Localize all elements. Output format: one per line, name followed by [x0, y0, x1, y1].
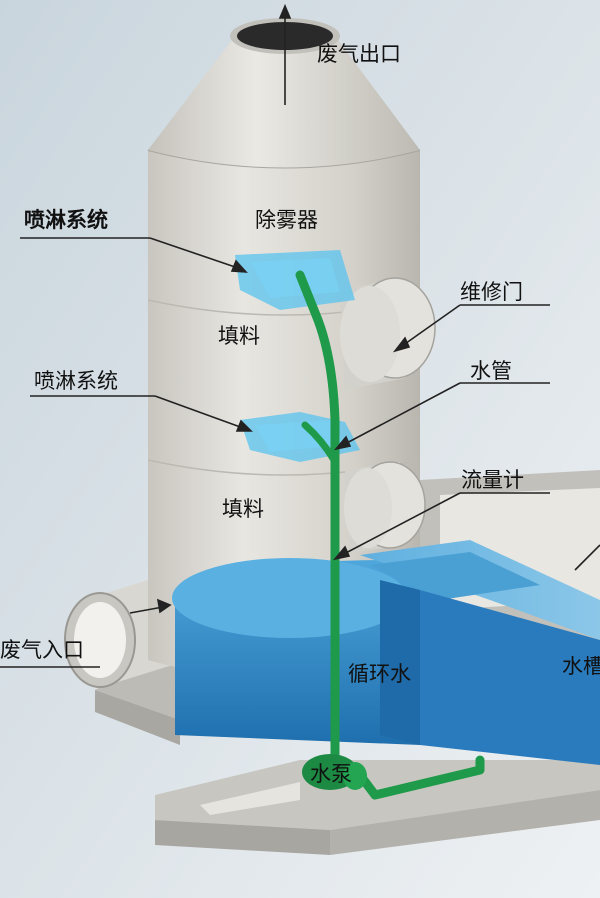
label-water-tank: 水槽: [562, 656, 600, 677]
access-door-upper: [340, 277, 436, 390]
label-spray-system-mid: 喷淋系统: [34, 369, 118, 393]
label-packing-bottom: 填料: [222, 497, 264, 521]
label-flow-meter: 流量计: [461, 468, 524, 492]
spray-zone-upper: [235, 250, 355, 310]
label-water-pump: 水泵: [310, 762, 352, 786]
label-circulating-water: 循环水: [348, 662, 411, 686]
label-demister: 除雾器: [255, 208, 318, 232]
label-exhaust-inlet: 废气入口: [0, 638, 84, 662]
label-access-door: 维修门: [460, 280, 523, 304]
water-pump: [302, 754, 367, 790]
water-pipe: [295, 270, 485, 800]
label-exhaust-outlet: 废气出口: [317, 42, 401, 66]
label-packing-top: 填料: [218, 324, 260, 348]
label-water-pipe: 水管: [470, 359, 512, 383]
circulating-water-basin: [172, 558, 420, 745]
leader-lines: [0, 3, 600, 668]
label-spray-system-top: 喷淋系统: [24, 208, 108, 232]
water-tank: [360, 540, 600, 765]
